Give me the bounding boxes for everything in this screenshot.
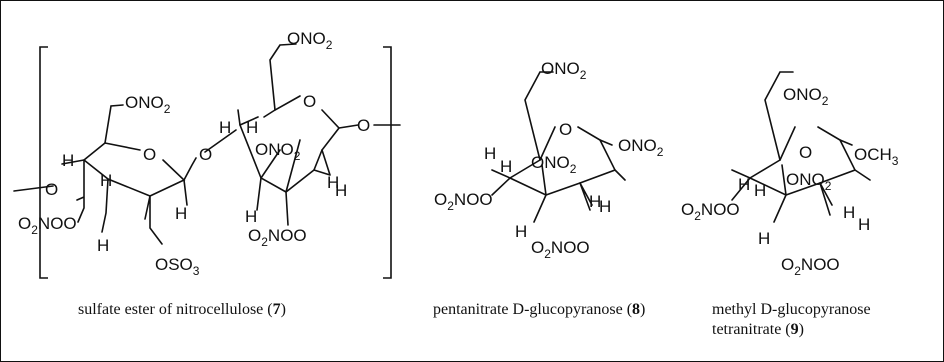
atom-h-7i: H: [335, 181, 347, 200]
atom-ono2-7b: ONO2: [287, 29, 333, 52]
atom-h-9b: H: [754, 181, 766, 200]
ring-8-substituents: [491, 71, 626, 223]
structure-7: [13, 43, 401, 279]
atom-h-9c: H: [843, 203, 855, 222]
ring-1-substituents: [13, 104, 197, 245]
atom-o2no-9b: O2NOO: [781, 255, 840, 278]
atom-ring-o-9: O: [799, 143, 812, 162]
atom-o2no-9a: O2NOO: [681, 200, 740, 223]
atom-h-7g: H: [245, 207, 257, 226]
atom-ring-o-8: O: [559, 120, 572, 139]
atom-ono2-8a: ONO2: [541, 59, 587, 82]
atom-h-8c: H: [589, 192, 601, 211]
atom-no2-9: ONO2: [786, 170, 832, 193]
atom-end-o-7: O: [357, 116, 370, 135]
atom-ono2-9a: ONO2: [783, 85, 829, 108]
ring-9-substituents: [731, 71, 871, 223]
atom-h-8a: H: [484, 144, 496, 163]
structure-8: [491, 71, 626, 223]
atom-h-7a: H: [62, 151, 74, 170]
atom-h-7b: H: [100, 171, 112, 190]
atom-o2no-8a: O2NOO: [434, 190, 493, 213]
atom-link-o-7: O: [199, 145, 212, 164]
atom-h-7h: H: [327, 173, 339, 192]
atom-no2-7: ONO2: [255, 140, 301, 163]
atom-oso3-7: OSO3: [155, 255, 200, 278]
right-bracket: [383, 46, 392, 279]
atom-h-9a: H: [738, 175, 750, 194]
glycosidic-bond: [204, 129, 237, 153]
caption-9: methyl D-glucopyranose tetranitrate (9): [712, 300, 871, 340]
atom-ring-o-7a: O: [143, 145, 156, 164]
atom-ono2-8b: ONO2: [618, 136, 664, 159]
atom-h-9e: H: [758, 229, 770, 248]
atom-o2no-7b: O2NOO: [248, 226, 307, 249]
atom-h-9d: H: [858, 215, 870, 234]
caption-7: sulfate ester of nitrocellulose (7): [78, 301, 286, 318]
atom-o2no-8b: O2NOO: [531, 238, 590, 261]
ring-2-substituents: [237, 43, 401, 226]
caption-9-line-1: methyl D-glucopyranose: [712, 301, 871, 318]
atom-ono2-7a: ONO2: [125, 93, 171, 116]
atom-ring-o-7b: O: [303, 92, 316, 111]
atom-h-8e: H: [515, 222, 527, 241]
atom-h-7c: H: [175, 204, 187, 223]
atom-h-7f: H: [246, 118, 258, 137]
atom-h-7e: H: [219, 118, 231, 137]
atom-h-8d: H: [599, 197, 611, 216]
atom-no2-8: ONO2: [531, 153, 577, 176]
caption-8: pentanitrate D-glucopyranose (8): [433, 301, 646, 318]
left-bracket: [39, 46, 48, 279]
ring-1-bonds: [82, 142, 186, 197]
atom-left-o-7: O: [45, 180, 58, 199]
atom-o2no-7a: O2NOO: [18, 214, 77, 237]
atom-h-8b: H: [500, 157, 512, 176]
structure-9: [731, 71, 871, 223]
caption-9-line-2: tetranitrate (9): [712, 321, 804, 338]
atom-h-7d: H: [97, 236, 109, 255]
atom-och3-9: OCH3: [854, 145, 899, 168]
